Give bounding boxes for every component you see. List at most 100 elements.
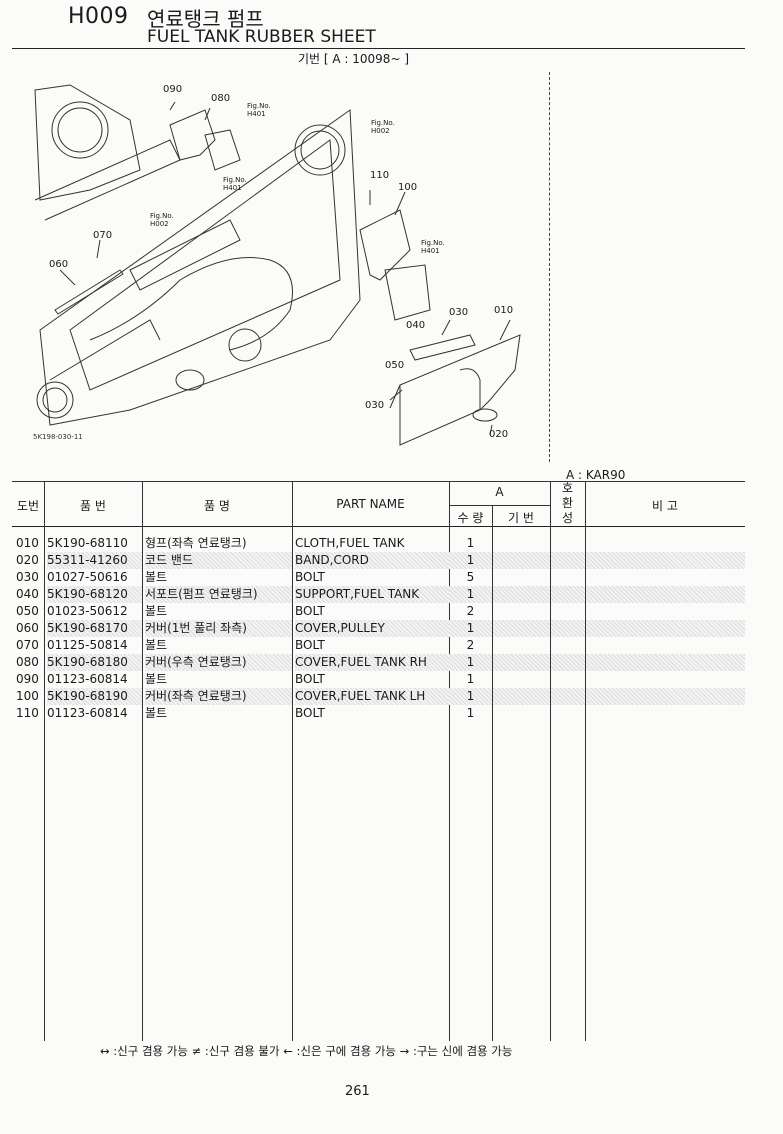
cell-empty [551, 569, 585, 586]
cell-en: COVER,FUEL TANK RH [295, 654, 449, 671]
col-header-base: 기 번 [508, 511, 534, 525]
cell-empty [586, 586, 745, 603]
cell-empty [493, 671, 550, 688]
cell-part: 01123-60814 [47, 672, 128, 686]
page-number: 261 [345, 1084, 370, 1099]
figure-divider [549, 72, 550, 462]
col-header-remark: 비 고 [652, 499, 678, 513]
cell-empty [586, 637, 745, 654]
callout-050: 050 [385, 360, 405, 371]
cell-no: 070 [16, 638, 39, 652]
col-header-qty: 수 량 [457, 511, 484, 525]
cell-qty: 1 [466, 706, 475, 720]
cell-qty: 1 [449, 586, 492, 603]
fig-ref-h002: Fig.No. H002 [150, 212, 174, 228]
cell-en: COVER,PULLEY [295, 620, 449, 637]
col-header-part-name: PART NAME [336, 497, 405, 511]
header-rule [12, 48, 745, 49]
cell-empty [586, 688, 745, 705]
cell-empty [551, 586, 585, 603]
cell-en: BOLT [295, 706, 325, 720]
col-header-part-no: 품 번 [80, 499, 106, 513]
cell-no: 080 [16, 655, 39, 669]
fig-ref-h002: Fig.No. H002 [371, 119, 395, 135]
cell-empty [586, 620, 745, 637]
title-english: FUEL TANK RUBBER SHEET [147, 27, 376, 47]
cell-no: 050 [16, 604, 39, 618]
cell-empty [551, 688, 585, 705]
cell-en: CLOTH,FUEL TANK [295, 536, 405, 550]
cell-ko: 볼트 [145, 638, 168, 652]
section-code: H009 [68, 4, 129, 29]
parts-table: 도번 품 번 품 명 PART NAME A 수 량 기 번 호 환 성 비 고… [12, 481, 745, 1041]
callout-110: 110 [370, 170, 390, 181]
cell-ko: 볼트 [145, 706, 168, 720]
callout-100: 100 [398, 182, 418, 193]
fig-ref-h401: Fig.No. H401 [247, 102, 271, 118]
cell-empty [493, 586, 550, 603]
callout-040: 040 [406, 320, 426, 331]
cell-part: 5K190-68120 [47, 586, 142, 603]
cell-no: 110 [16, 706, 39, 720]
cell-empty [551, 705, 585, 722]
cell-no: 030 [16, 570, 39, 584]
table-header-rule [12, 526, 745, 527]
cell-empty [586, 535, 745, 552]
cell-empty [586, 705, 745, 722]
cell-ko: 커버(우측 연료탱크) [145, 654, 292, 671]
cell-part: 01125-50814 [47, 638, 128, 652]
cell-ko: 형프(좌측 연료탱크) [145, 536, 247, 550]
cell-empty [586, 552, 745, 569]
callout-030b: 030 [365, 400, 385, 411]
group-a-rule [449, 505, 550, 506]
cell-empty [493, 569, 550, 586]
cell-qty: 1 [449, 552, 492, 569]
cell-qty: 2 [466, 638, 475, 652]
callout-020: 020 [489, 429, 509, 440]
col-line [449, 481, 450, 1041]
cell-qty: 1 [449, 620, 492, 637]
cell-en: COVER,FUEL TANK LH [295, 688, 449, 705]
cell-part: 01027-50616 [47, 570, 128, 584]
col-header-name-ko: 품 명 [204, 499, 230, 513]
cell-en: BOLT [295, 570, 325, 584]
cell-en: BOLT [295, 604, 325, 618]
cell-ko: 커버(좌측 연료탱크) [145, 688, 292, 705]
col-line [292, 481, 293, 1041]
callout-080: 080 [211, 93, 231, 104]
cell-qty: 2 [466, 604, 475, 618]
cell-no: 060 [16, 621, 39, 635]
cell-part: 5K190-68190 [47, 688, 142, 705]
cell-empty [586, 654, 745, 671]
cell-empty [551, 654, 585, 671]
serial-base-note: 기번 [ A : 10098~ ] [298, 52, 409, 66]
title-korean: 연료탱크 펌프 [147, 7, 264, 31]
table-top-rule [12, 481, 745, 482]
cell-en: SUPPORT,FUEL TANK [295, 586, 449, 603]
cell-empty [586, 569, 745, 586]
cell-empty [551, 535, 585, 552]
col-line [492, 505, 493, 1041]
col-line [585, 481, 586, 1041]
cell-part: 5K190-68170 [47, 620, 142, 637]
cell-empty [551, 637, 585, 654]
cell-no: 090 [16, 672, 39, 686]
callout-070: 070 [93, 230, 113, 241]
fig-ref-h401: Fig.No. H401 [223, 176, 247, 192]
cell-qty: 1 [466, 536, 475, 550]
cell-empty [493, 552, 550, 569]
model-note: A : KAR90 [566, 468, 626, 482]
cell-qty: 1 [449, 654, 492, 671]
cell-part: 55311-41260 [47, 552, 142, 569]
callout-030: 030 [449, 307, 469, 318]
cell-ko: 커버(1번 풀리 좌측) [145, 620, 292, 637]
cell-ko: 볼트 [145, 672, 168, 686]
cell-no: 100 [16, 689, 39, 703]
cell-part: 5K190-68180 [47, 654, 142, 671]
callout-090: 090 [163, 84, 183, 95]
